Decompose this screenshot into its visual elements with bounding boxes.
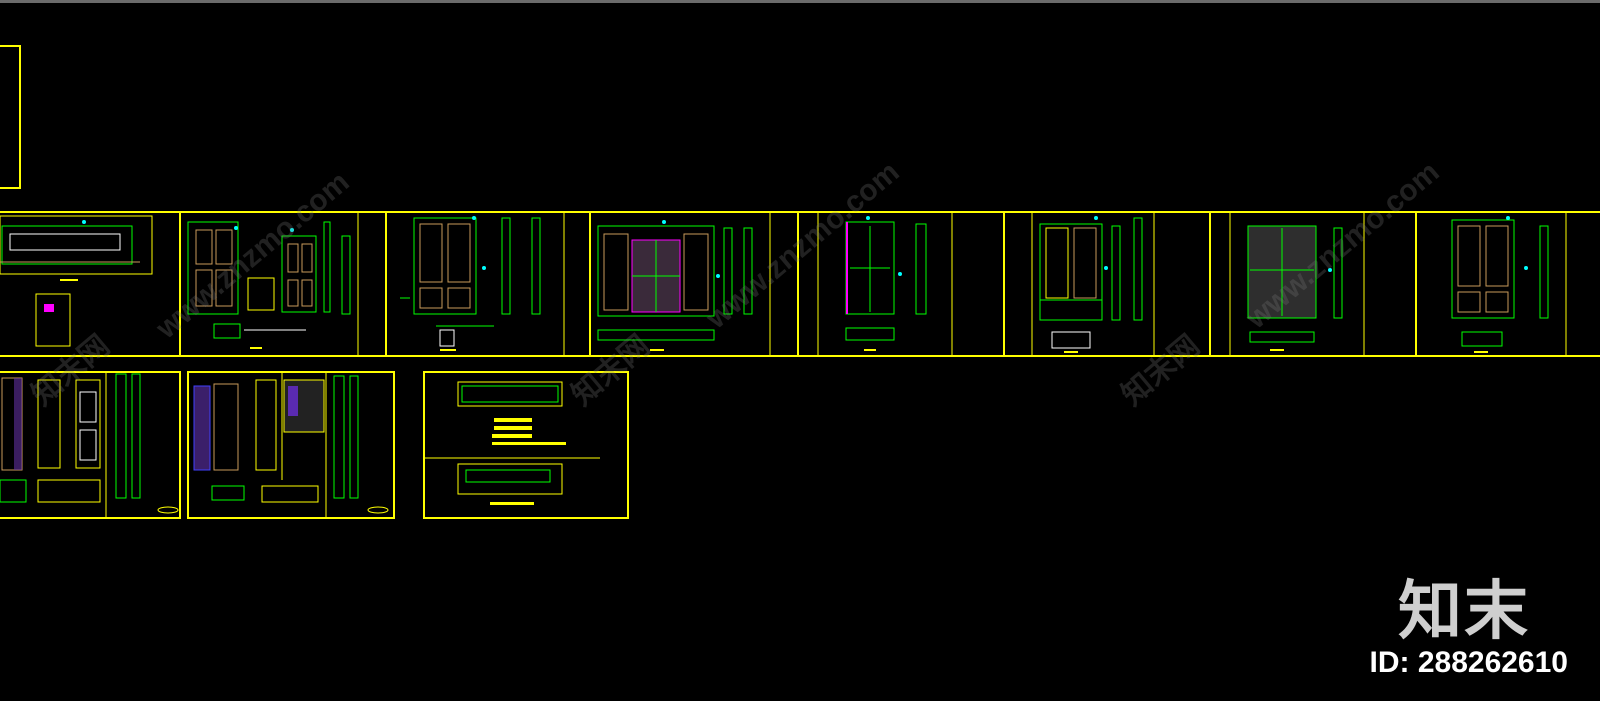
window-top-border <box>0 0 1600 3</box>
sheet-6-drawing <box>1247 225 1343 351</box>
sheet-5-drawing <box>1039 216 1143 353</box>
sheet-0-drawing <box>0 215 153 347</box>
sheet-8-frame <box>0 371 181 519</box>
asset-id-label: ID: 288262610 <box>1369 646 1569 679</box>
sheet-8-drawing <box>0 373 179 514</box>
row1-inner-title-bars <box>357 212 1567 356</box>
sheet-4-drawing <box>845 216 927 351</box>
sheet-10-drawing <box>457 381 566 505</box>
sheet-1-drawing <box>187 221 351 349</box>
sheet-frame-partial <box>0 45 21 189</box>
brand-logo: 知末 <box>1398 575 1530 649</box>
sheet-3-drawing <box>597 220 753 351</box>
sheet-10-frame <box>423 371 629 519</box>
sheet-7-drawing <box>1451 216 1549 353</box>
row1-sheet-dividers <box>179 212 1417 356</box>
sheet-9-frame <box>187 371 395 519</box>
sheet-9-drawing <box>193 375 389 514</box>
sheet-2-drawing <box>400 216 541 351</box>
